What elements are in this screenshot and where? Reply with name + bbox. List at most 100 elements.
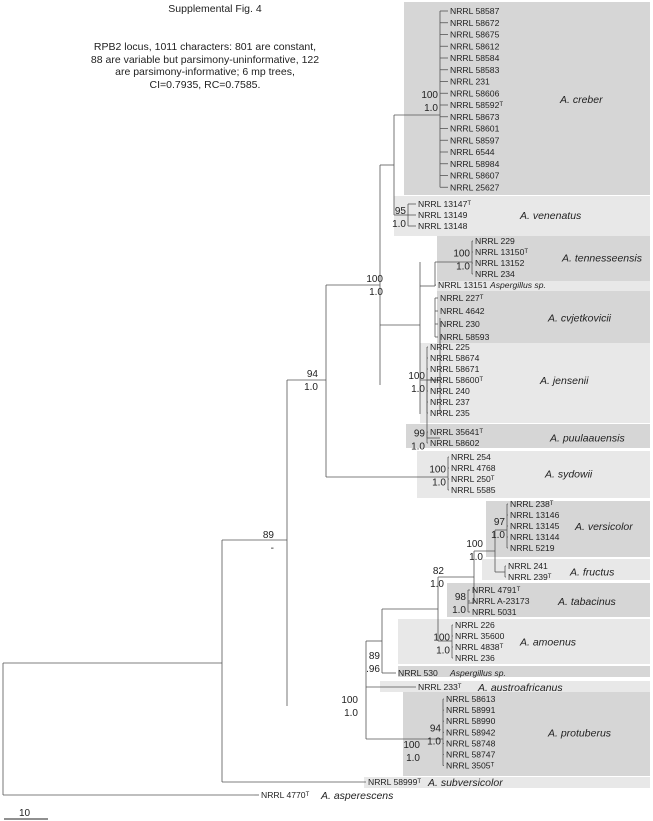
taxon-label: NRRL 58602 [430,438,480,448]
clade-support-bootstrap: 100 [408,371,425,382]
node-support-bootstrap: 100 [341,695,358,706]
taxon-label: NRRL 58674 [430,353,480,363]
clade-box-11 [398,619,650,664]
clade-name: A. subversicolor [427,777,503,789]
taxon-label: NRRL 233ᵀ [418,682,462,692]
node-support-posterior: 1.0 [430,579,444,590]
taxon-label: NRRL 5585 [451,485,496,495]
clade-name: A. fructus [569,567,615,579]
caption-line-4: CI=0.7935, RC=0.7585. [149,78,261,91]
caption-line-1: RPB2 locus, 1011 characters: 801 are con… [93,41,317,53]
taxon-label: NRRL 4642 [440,306,485,316]
taxon-label: NRRL 3505ᵀ [446,761,495,771]
support-values: 100 1.0 95 1.0 100 1.0 100 1.0 99 1.0 100 1.0 97 1.0 9… [263,90,506,764]
taxon-label: NRRL 58984 [450,159,500,169]
clade-box-4 [437,291,650,344]
taxon-label: NRRL 231 [450,77,490,87]
node-support-bootstrap: 100 [403,740,420,751]
clade-box-13 [380,681,650,692]
clade-box-7 [417,451,650,498]
taxon-label: NRRL 13147ᵀ [418,199,471,209]
figure-caption: RPB2 locus, 1011 characters: 801 are con… [40,41,370,91]
node-support-bootstrap: 100 [466,539,483,550]
taxon-label: NRRL 58607 [450,171,500,181]
taxon-label: NRRL 13148 [418,221,468,231]
taxon-label: NRRL 58613 [446,694,496,704]
clade-box-14 [403,692,650,776]
taxon-label: NRRL 58593 [440,332,490,342]
taxon-label: NRRL 250ᵀ [451,474,495,484]
taxon-label: NRRL 240 [430,386,470,396]
taxon-label: NRRL 4770ᵀ [261,790,310,800]
clade-name: A. protuberus [547,727,612,739]
taxon-label: NRRL 58999ᵀ [368,777,421,787]
clade-support-posterior: 1.0 [436,646,450,657]
taxon-label: NRRL 58587 [450,6,500,16]
taxon-label: NRRL 58942 [446,727,496,737]
clade-box-6 [406,424,650,448]
node-support-bootstrap: 89 [369,651,381,662]
taxon-label: NRRL 226 [455,620,495,630]
clade-box-8 [486,501,650,557]
clade-name: A. puulaauensis [549,433,625,445]
node-support-posterior: 1.0 [406,753,420,764]
taxon-label: NRRL 237 [430,397,470,407]
taxon-label: NRRL 235 [430,408,470,418]
taxon-label: NRRL 35600 [455,631,505,641]
taxon-label: NRRL 13152 [475,258,525,268]
clade-box-3 [437,281,650,291]
node-support-posterior: - [271,543,274,554]
clade-name: A. austroafricanus [477,682,563,694]
clade-support-bootstrap: 100 [421,90,438,101]
taxon-label: NRRL 227ᵀ [440,293,484,303]
taxon-label: NRRL 25627 [450,182,500,192]
tree-branches [2,10,508,796]
clade-support-posterior: 1.0 [392,219,406,230]
node-support-bootstrap: 100 [366,274,383,285]
clade-box-15 [364,777,650,788]
clade-support-bootstrap: 94 [430,723,442,734]
clade-name: A. venenatus [519,210,582,222]
taxon-label: NRRL 4838ᵀ [455,642,504,652]
clade-support-bootstrap: 99 [414,429,426,440]
node-support-posterior: 1.0 [304,382,318,393]
taxon-label: NRRL 58612 [450,41,500,51]
clade-box-1 [394,196,650,236]
taxon-label: NRRL 58584 [450,53,500,63]
taxon-label: NRRL 13149 [418,210,468,220]
taxon-label: NRRL 58606 [450,88,500,98]
taxon-label: NRRL 229 [475,236,515,246]
taxon-label: NRRL 35641ᵀ [430,427,483,437]
clade-support-posterior: 1.0 [491,530,505,541]
taxon-label: NRRL 58583 [450,65,500,75]
taxon-label: NRRL 230 [440,319,480,329]
scale-bar: 10 [4,808,48,820]
clade-support-bootstrap: 97 [494,517,506,528]
taxon-label: NRRL 58672 [450,18,500,28]
node-support-posterior: 1.0 [344,708,358,719]
taxon-label: NRRL 4791ᵀ [472,585,521,595]
clade-name: A. amoenus [519,637,577,649]
clade-name: A. creber [559,94,603,106]
clade-name: A. tabacinus [557,596,617,608]
clade-name: A. sydowii [544,469,593,481]
clade-support-posterior: 1.0 [452,605,466,616]
taxon-label: NRRL 241 [508,561,548,571]
taxon-label: NRRL 239ᵀ [508,572,552,582]
caption-line-2: 88 are variable but parsimony-uninformat… [90,53,320,66]
taxon-label: NRRL 58748 [446,738,496,748]
clade-box-10 [447,583,650,617]
clade-box-0 [404,2,650,195]
clade-name: A. cvjetkovicii [547,313,612,325]
node-support-posterior: 1.0 [369,287,383,298]
clade-box-9 [482,559,650,580]
taxon-label: NRRL 238ᵀ [510,499,554,509]
taxon-label: NRRL 58991 [446,705,496,715]
taxon-label: NRRL 58675 [450,30,500,40]
node-support-posterior: 1.0 [469,552,483,563]
scale-bar-label: 10 [19,808,31,819]
clade-support-bootstrap: 95 [395,206,407,217]
caption-line-3: are parsimony-informative; 6 mp trees, [115,66,295,78]
taxon-label: NRRL 13146 [510,510,560,520]
